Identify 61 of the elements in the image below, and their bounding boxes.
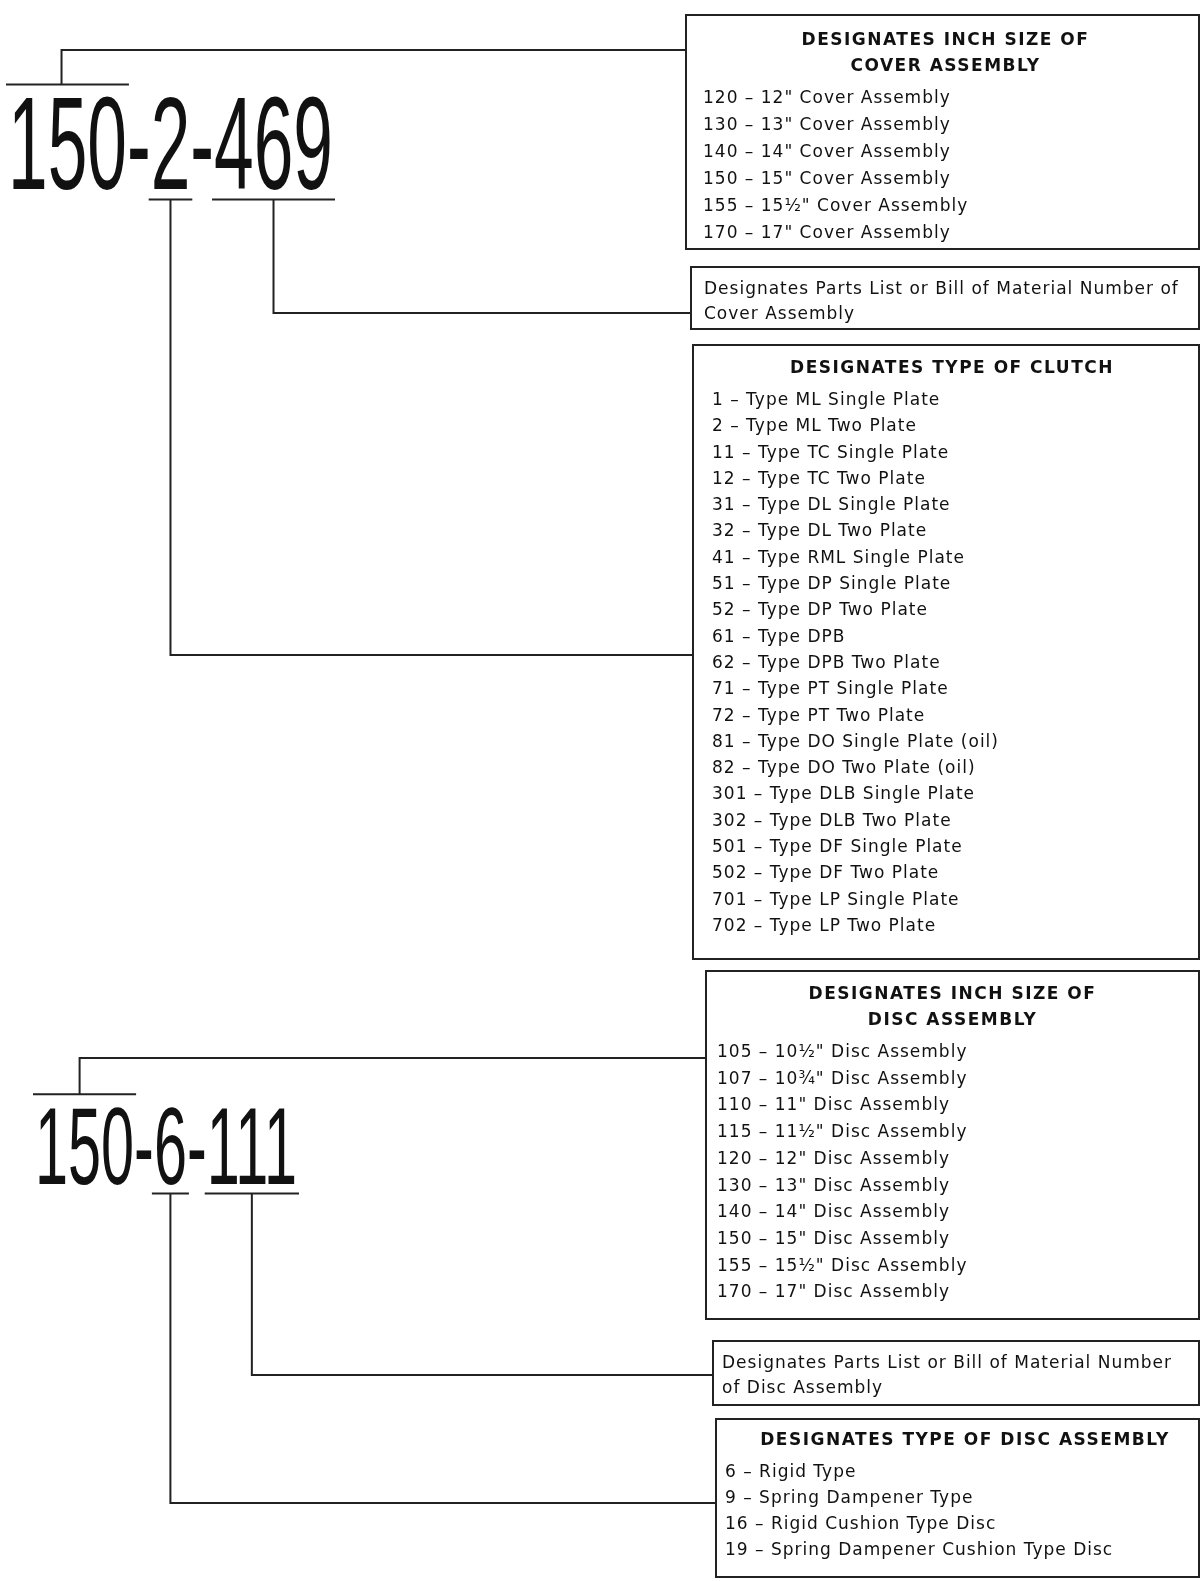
list-item: 71 – Type PT Single Plate: [712, 677, 949, 701]
description-box: [690, 266, 1200, 330]
list-item: 155 – 15½" Cover Assembly: [703, 194, 969, 217]
list-item: 31 – Type DL Single Plate: [712, 493, 951, 517]
list-item: 115 – 11½" Disc Assembly: [717, 1120, 968, 1144]
list-item: 51 – Type DP Single Plate: [712, 572, 952, 596]
box-heading: DESIGNATES TYPE OF CLUTCH: [789, 356, 1115, 379]
list-item: 12 – Type TC Two Plate: [712, 466, 926, 490]
list-item: 1 – Type ML Single Plate: [712, 388, 941, 411]
list-item: 140 – 14" Cover Assembly: [703, 140, 951, 163]
list-item: 2 – Type ML Two Plate: [712, 414, 917, 438]
leader-line: [150, 1192, 716, 1504]
list-item: 150 – 15" Cover Assembly: [703, 167, 951, 190]
description-box: [705, 970, 1200, 1320]
box-heading: DESIGNATES INCH SIZE OF COVER ASSEMBLY: [800, 28, 1091, 77]
list-item: 62 – Type DPB Two Plate: [712, 650, 941, 674]
leader-line: [211, 198, 691, 314]
list-item: 150 – 15" Disc Assembly: [717, 1226, 950, 1250]
list-item: 120 – 12" Cover Assembly: [703, 86, 951, 109]
list-item: 501 – Type DF Single Plate: [712, 835, 963, 859]
list-item: 81 – Type DO Single Plate (oil): [712, 729, 999, 753]
description-box: [692, 344, 1200, 960]
list-item: 301 – Type DLB Single Plate: [712, 782, 976, 806]
leader-line: [32, 1057, 706, 1096]
list-item: 702 – Type LP Two Plate: [712, 913, 937, 937]
description-text: Designates Parts List or Bill of Material Number of Cover Assembly: [704, 277, 1180, 325]
part-number: 150-2-469: [8, 78, 333, 210]
list-item: 130 – 13" Disc Assembly: [717, 1173, 950, 1197]
leader-line: [203, 1192, 713, 1376]
list-item: 140 – 14" Disc Assembly: [717, 1200, 950, 1224]
list-item: 16 – Rigid Cushion Type Disc: [725, 1512, 997, 1535]
list-item: 105 – 10½" Disc Assembly: [717, 1040, 968, 1063]
list-item: 32 – Type DL Two Plate: [712, 519, 928, 543]
description-text: Designates Parts List or Bill of Material Number of Disc Assembly: [722, 1351, 1173, 1399]
leader-line: [5, 49, 686, 86]
list-item: 72 – Type PT Two Plate: [712, 703, 926, 727]
list-item: 130 – 13" Cover Assembly: [703, 113, 951, 136]
list-item: 120 – 12" Disc Assembly: [717, 1146, 950, 1170]
list-item: 61 – Type DPB: [712, 624, 846, 648]
leader-line: [147, 198, 693, 656]
list-item: 110 – 11" Disc Assembly: [717, 1093, 950, 1117]
description-box: [685, 14, 1200, 250]
list-item: 9 – Spring Dampener Type: [725, 1486, 974, 1509]
list-item: 11 – Type TC Single Plate: [712, 440, 950, 464]
list-item: 170 – 17" Disc Assembly: [717, 1280, 950, 1304]
list-item: 41 – Type RML Single Plate: [712, 545, 965, 569]
box-heading: DESIGNATES TYPE OF DISC ASSEMBLY: [759, 1428, 1171, 1451]
list-item: 701 – Type LP Single Plate: [712, 887, 960, 911]
description-box: [715, 1418, 1200, 1578]
description-box: [712, 1340, 1200, 1406]
list-item: 170 – 17" Cover Assembly: [703, 221, 951, 244]
list-item: 107 – 10¾" Disc Assembly: [717, 1066, 968, 1090]
list-item: 19 – Spring Dampener Cushion Type Disc: [725, 1538, 1114, 1561]
list-item: 302 – Type DLB Two Plate: [712, 808, 952, 832]
list-item: 155 – 15½" Disc Assembly: [717, 1253, 968, 1277]
part-number: 150-6-111: [35, 1091, 297, 1201]
list-item: 6 – Rigid Type: [725, 1460, 857, 1483]
list-item: 52 – Type DP Two Plate: [712, 598, 928, 622]
list-item: 502 – Type DF Two Plate: [712, 861, 940, 885]
box-heading: DESIGNATES INCH SIZE OF DISC ASSEMBLY: [807, 982, 1098, 1031]
list-item: 82 – Type DO Two Plate (oil): [712, 756, 976, 780]
